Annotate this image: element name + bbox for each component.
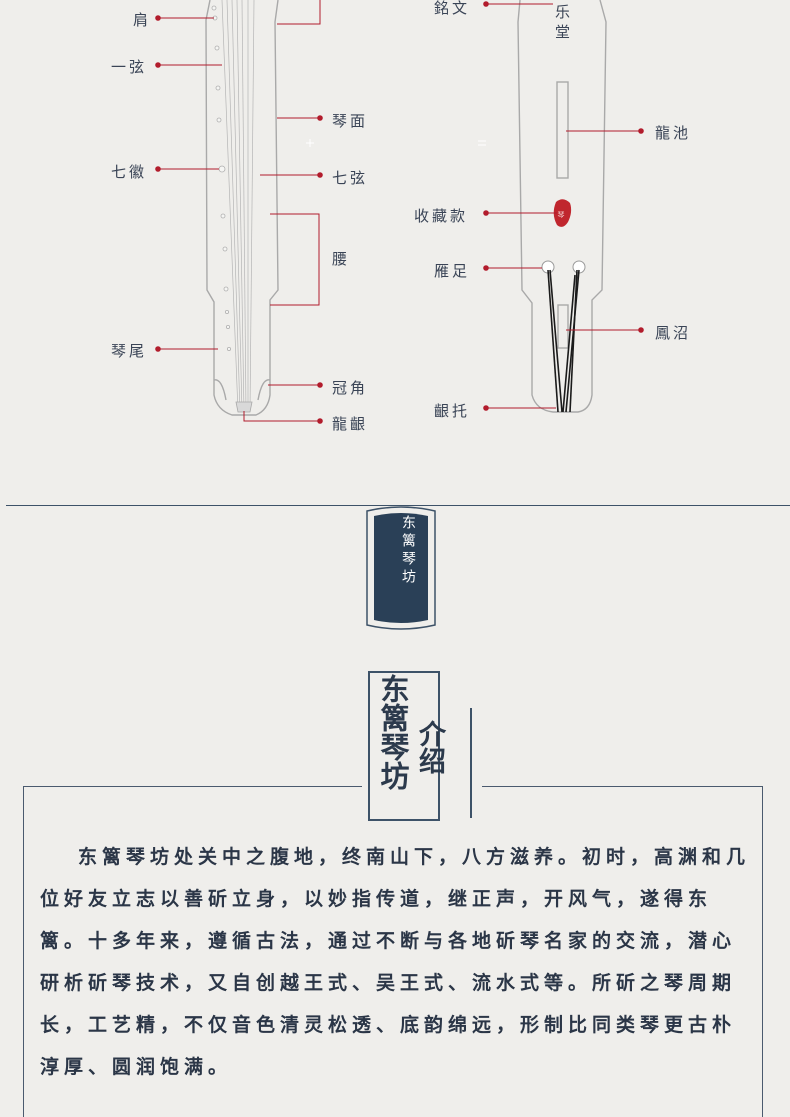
- qin-front-body: [205, 0, 279, 416]
- back-engraving: 乐 堂: [555, 3, 571, 41]
- back-leaders: [483, 1, 644, 411]
- qin-strings: [221, 0, 255, 413]
- intro-title-frame: [368, 671, 440, 821]
- label-dragon-gum: 龍齦: [332, 415, 369, 433]
- intro-subtitle: 介绍: [414, 720, 445, 774]
- label-phoenix-pond: 鳳沼: [655, 324, 692, 342]
- label-waist: 腰: [332, 250, 351, 268]
- label-seventh-string: 七弦: [332, 169, 369, 187]
- label-face: 琴面: [332, 112, 369, 130]
- label-goose-feet: 雁足: [434, 262, 471, 280]
- label-crown-corner: 冠角: [332, 379, 369, 397]
- qin-diagram: 琴: [155, 0, 644, 424]
- front-right-leaders: [243, 0, 323, 424]
- label-collection-seal: 收藏款: [414, 207, 469, 225]
- label-tail: 琴尾: [111, 342, 148, 360]
- svg-text:琴: 琴: [558, 211, 565, 219]
- intro-title: 东篱琴坊: [376, 674, 410, 790]
- label-inscription: 銘文: [434, 0, 471, 17]
- brand-badge: [366, 506, 436, 630]
- label-gum-support: 齦托: [434, 402, 471, 420]
- section-divider: [6, 505, 790, 506]
- intro-paragraph: 东篱琴坊处关中之腹地，终南山下，八方滋养。初时，高渊和几位好友立志以善斫立身，以…: [40, 846, 751, 1078]
- label-seventh-hui: 七徽: [111, 163, 148, 181]
- label-dragon-pool: 龍池: [655, 124, 692, 142]
- goose-feet: [541, 260, 586, 274]
- qin-back-body: [517, 0, 607, 413]
- hui-markers: [211, 5, 231, 351]
- label-string-one: 一弦: [111, 58, 148, 76]
- front-left-leaders: [155, 15, 222, 352]
- badge-text: 东篱琴坊: [400, 515, 416, 587]
- collection-seal: 琴: [553, 199, 572, 227]
- back-strings: [547, 269, 580, 413]
- intro-title-bar: [470, 708, 472, 818]
- label-shoulder: 肩: [133, 11, 152, 29]
